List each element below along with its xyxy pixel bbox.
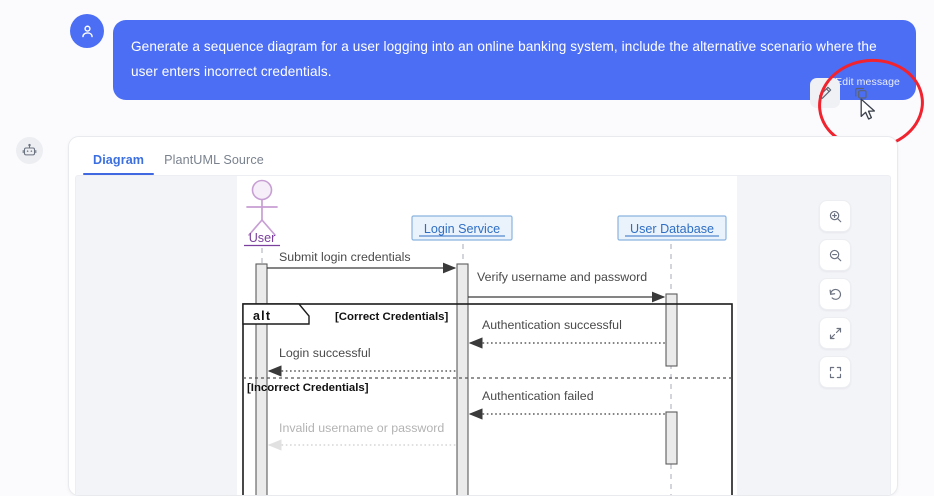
chat-page: Generate a sequence diagram for a user l… [16,14,929,496]
message-authentication-successful: Authentication successful [468,318,666,349]
sequence-diagram-svg: User Login Service User Database [242,179,733,495]
tab-plantuml-source[interactable]: PlantUML Source [154,153,274,175]
activation-bars [255,263,678,495]
alt-fragment-keyword: alt [253,309,271,323]
message-action-bar [810,78,876,108]
diagram-card: Diagram PlantUML Source [68,136,898,496]
actor-user-label: User [249,231,276,245]
message-authentication-failed-label: Authentication failed [482,389,594,403]
message-submit-login-credentials-label: Submit login credentials [279,250,411,264]
zoom-in-icon [828,209,843,224]
message-login-successful: Login successful [267,346,457,377]
fullscreen-button[interactable] [819,356,851,388]
zoom-out-icon [828,248,843,263]
diagram-toolbar [819,200,851,388]
tab-plantuml-source-label: PlantUML Source [164,153,264,167]
message-invalid-username-or-password: Invalid username or password [267,421,457,451]
reset-rotate-icon [828,287,843,302]
user-avatar [70,14,104,48]
alt-branch-1-guard: [Correct Credentials] [335,311,449,323]
fullscreen-corners-icon [828,365,843,380]
participant-login-service-label: Login Service [424,222,500,236]
message-verify-username-and-password-label: Verify username and password [477,270,647,284]
card-tab-bar: Diagram PlantUML Source [69,137,897,176]
edit-message-tooltip: Edit message [835,76,900,88]
diagram-canvas[interactable]: User Login Service User Database [237,176,737,495]
tab-diagram[interactable]: Diagram [83,153,155,176]
reset-view-button[interactable] [819,278,851,310]
assistant-avatar [16,137,43,164]
tab-diagram-label: Diagram [93,153,145,167]
participant-user-database: User Database [617,215,727,241]
fit-to-screen-button[interactable] [819,317,851,349]
copy-message-button[interactable] [846,78,876,108]
participant-login-service: Login Service [411,215,513,241]
expand-arrows-icon [828,326,843,341]
robot-icon [22,143,37,158]
message-verify-username-and-password: Verify username and password [468,270,666,303]
edit-message-button[interactable] [810,78,840,108]
user-message-text: Generate a sequence diagram for a user l… [131,39,877,79]
alt-fragment: alt [Correct Credentials] [Incorrect Cre… [242,303,733,495]
message-submit-login-credentials: Submit login credentials [267,250,457,274]
message-login-successful-label: Login successful [279,346,371,360]
copy-icon [853,85,869,101]
zoom-out-button[interactable] [819,239,851,271]
message-invalid-username-or-password-label: Invalid username or password [279,421,444,435]
diagram-viewport[interactable]: User Login Service User Database [75,175,891,495]
actor-user: User [244,179,280,247]
user-message-bubble: Generate a sequence diagram for a user l… [113,20,916,100]
participant-user-database-label: User Database [630,222,714,236]
zoom-in-button[interactable] [819,200,851,232]
user-avatar-icon [79,23,96,40]
pencil-icon [817,85,833,101]
message-authentication-failed: Authentication failed [468,389,666,420]
message-authentication-successful-label: Authentication successful [482,318,622,332]
alt-branch-2-guard: [Incorrect Credentials] [247,382,369,394]
